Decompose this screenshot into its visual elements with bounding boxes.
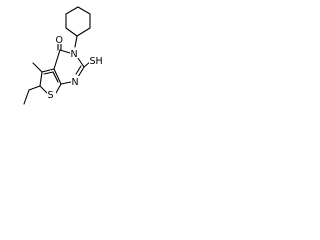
cyclohexyl-ring: [65, 6, 91, 48]
molecule-structure: O N SH N S: [23, 6, 104, 105]
structure-canvas: O N SH N S: [0, 0, 120, 125]
atom-labels: O N SH N S: [47, 35, 104, 101]
nitrogen-label-bottom: N: [72, 77, 79, 88]
oxygen-label: O: [56, 35, 63, 46]
thiol-label: SH: [90, 56, 103, 67]
pyrimidine-ring: [53, 42, 91, 85]
nitrogen-label-top: N: [71, 49, 78, 60]
thiophene-ring: [23, 62, 62, 105]
sulfur-ring-label: S: [48, 90, 54, 101]
